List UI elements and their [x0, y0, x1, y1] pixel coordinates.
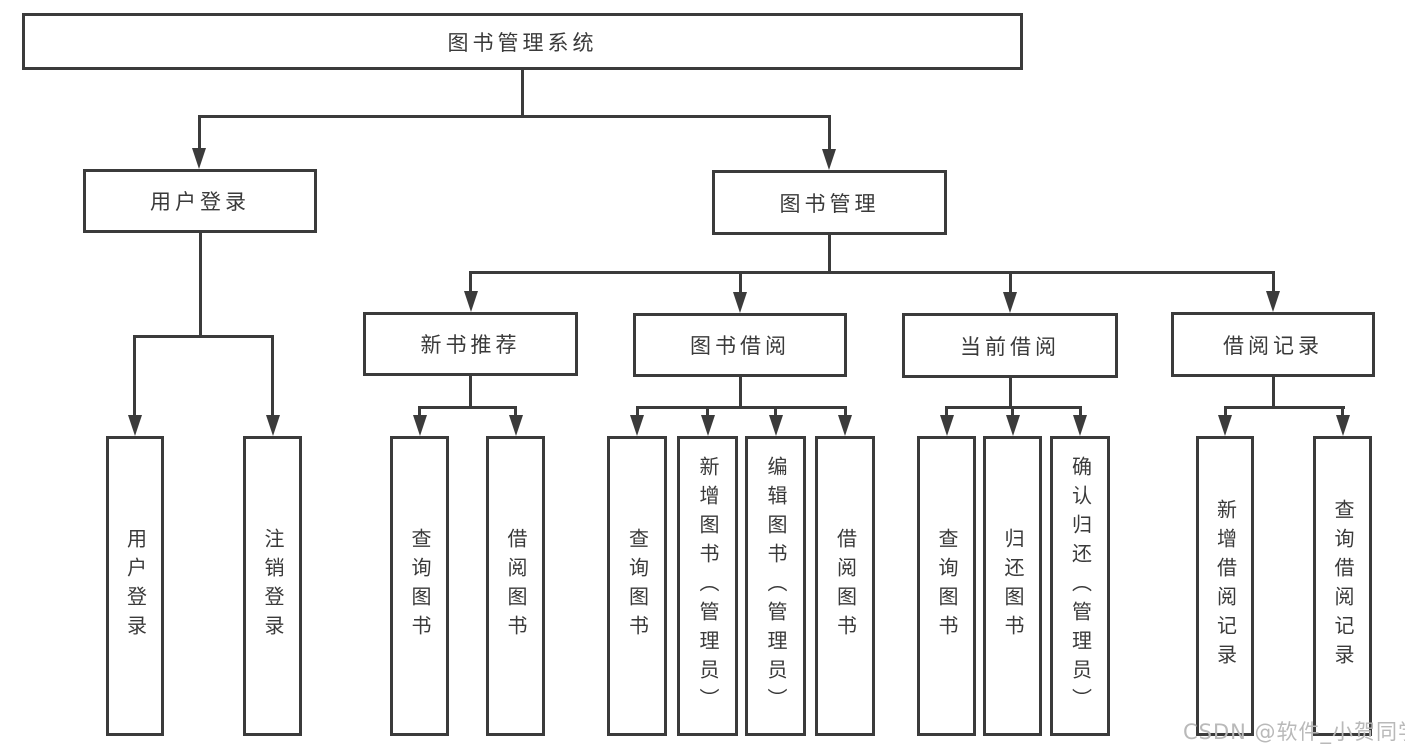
- node-label: 用户登录: [150, 190, 250, 214]
- leaf-recommend-query-book: 查询图书: [390, 436, 449, 736]
- leaf-label: 查询图书: [625, 528, 650, 644]
- connector-line: [739, 377, 742, 408]
- node-label: 当前借阅: [960, 334, 1060, 359]
- node-book-management: 图书管理: [712, 170, 947, 235]
- connector-line: [199, 232, 202, 337]
- arrow-down-icon: [1336, 415, 1350, 436]
- leaf-borrow-borrow-book: 借阅图书: [815, 436, 875, 736]
- leaf-borrow-add-book-admin: 新增图书（管理员）: [677, 436, 738, 736]
- arrow-down-icon: [733, 292, 747, 313]
- connector-line: [1341, 406, 1344, 417]
- leaf-label: 编辑图书（管理员）: [764, 455, 788, 717]
- arrow-down-icon: [413, 415, 427, 436]
- arrow-down-icon: [464, 291, 478, 312]
- connector-line: [636, 406, 639, 417]
- node-borrow-records: 借阅记录: [1171, 312, 1375, 377]
- connector-line: [198, 115, 831, 118]
- connector-line: [1272, 271, 1275, 293]
- connector-line: [706, 406, 709, 417]
- connector-line: [1009, 271, 1012, 294]
- node-current-borrow: 当前借阅: [902, 313, 1118, 378]
- node-label: 新书推荐: [420, 333, 521, 357]
- leaf-label: 用户登录: [123, 528, 148, 644]
- connector-line: [469, 376, 472, 408]
- arrow-down-icon: [1003, 292, 1017, 313]
- connector-line: [1272, 377, 1275, 408]
- leaf-label: 借阅图书: [833, 528, 858, 644]
- node-root: 图书管理系统: [22, 13, 1023, 70]
- connector-line: [514, 406, 517, 417]
- connector-line: [1224, 406, 1345, 409]
- leaf-current-confirm-return-admin: 确认归还（管理员）: [1050, 436, 1110, 736]
- arrow-down-icon: [1073, 415, 1087, 436]
- leaf-label: 新增借阅记录: [1213, 499, 1238, 673]
- arrow-down-icon: [838, 415, 852, 436]
- leaf-current-return-book: 归还图书: [983, 436, 1042, 736]
- connector-line: [271, 335, 274, 415]
- arrow-down-icon: [769, 415, 783, 436]
- connector-line: [469, 271, 1275, 274]
- connector-line: [844, 406, 847, 417]
- connector-line: [1224, 406, 1227, 417]
- watermark: CSDN @软件_小贺同学: [1183, 720, 1405, 744]
- connector-line: [133, 335, 274, 338]
- node-root-label: 图书管理系统: [447, 30, 598, 55]
- arrow-down-icon: [701, 415, 715, 436]
- arrow-down-icon: [266, 415, 280, 436]
- connector-line: [418, 406, 421, 417]
- connector-line: [469, 271, 472, 293]
- leaf-records-add-record: 新增借阅记录: [1196, 436, 1254, 736]
- leaf-records-query-record: 查询借阅记录: [1313, 436, 1372, 736]
- leaf-logout-login: 注销登录: [243, 436, 302, 736]
- arrow-down-icon: [940, 415, 954, 436]
- connector-line: [418, 406, 517, 409]
- connector-line: [945, 406, 948, 417]
- node-book-borrow: 图书借阅: [633, 313, 847, 377]
- leaf-user-login: 用户登录: [106, 436, 164, 736]
- arrow-down-icon: [128, 415, 142, 436]
- connector-line: [828, 115, 831, 149]
- leaf-label: 新增图书（管理员）: [696, 455, 720, 717]
- connector-line: [636, 406, 847, 409]
- node-user-login: 用户登录: [83, 169, 317, 233]
- arrow-down-icon: [192, 148, 206, 169]
- arrow-down-icon: [1266, 291, 1280, 312]
- connector-line: [133, 335, 136, 415]
- leaf-label: 查询图书: [408, 528, 432, 644]
- arrow-down-icon: [509, 415, 523, 436]
- arrow-down-icon: [822, 149, 836, 170]
- arrow-down-icon: [1006, 415, 1020, 436]
- arrow-down-icon: [1218, 415, 1232, 436]
- leaf-current-query-book: 查询图书: [917, 436, 976, 736]
- leaf-recommend-borrow-book: 借阅图书: [486, 436, 545, 736]
- node-label: 借阅记录: [1223, 333, 1323, 358]
- leaf-label: 注销登录: [261, 528, 285, 644]
- leaf-label: 归还图书: [1001, 528, 1025, 644]
- leaf-label: 确认归还（管理员）: [1068, 455, 1093, 717]
- connector-line: [739, 271, 742, 294]
- leaf-label: 查询图书: [935, 528, 959, 644]
- node-new-book-recommend: 新书推荐: [363, 312, 578, 376]
- connector-line: [1079, 406, 1082, 417]
- leaf-label: 借阅图书: [504, 528, 528, 644]
- connector-line: [1009, 377, 1012, 408]
- connector-line: [774, 406, 777, 417]
- node-label: 图书管理: [779, 191, 880, 216]
- connector-line: [198, 115, 201, 148]
- node-label: 图书借阅: [690, 334, 790, 358]
- leaf-label: 查询借阅记录: [1331, 499, 1355, 673]
- connector-line: [828, 234, 831, 274]
- connector-line: [1011, 406, 1014, 417]
- leaf-borrow-query-book: 查询图书: [607, 436, 667, 736]
- leaf-borrow-edit-book-admin: 编辑图书（管理员）: [745, 436, 806, 736]
- connector-line: [521, 69, 524, 118]
- arrow-down-icon: [630, 415, 644, 436]
